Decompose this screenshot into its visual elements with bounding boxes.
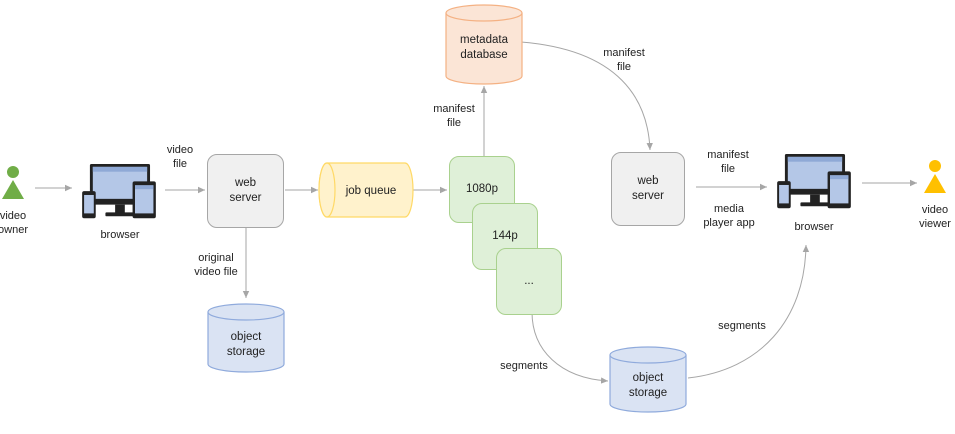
upload-web-server: web server [207,154,284,228]
browser-label-right: browser [794,221,834,233]
object-storage-original-line1: object [231,331,262,343]
delivery-web-server: web server [611,152,685,226]
browser-label-left: browser [100,229,140,241]
job-queue: job queue [318,162,414,218]
devices-icon [777,153,851,209]
connectors [35,41,917,384]
manifest-file-label-curve: manifest file [603,47,645,73]
media-player-app-label: media player app [703,203,755,229]
manifest-file-label-right: manifest file [707,149,749,175]
manifest-file-label-up: manifest file [433,103,475,129]
object-storage-original-line2: storage [227,346,265,358]
video-file-label: video file [166,144,194,170]
devices-icon [82,163,156,219]
video-viewer-label: video viewer [919,204,951,230]
arrow-metadata-to-server [520,41,653,151]
original-video-file-label: original video file [194,252,238,278]
object-storage-segments-line2: storage [629,387,667,399]
person-icon [924,160,946,193]
arrow-storage-to-browser [687,244,810,379]
rendition-more: ... [496,248,562,315]
video-owner-label: video owner [0,210,28,236]
object-storage-segments-line1: object [633,372,664,384]
object-storage-segments: object storage [609,346,687,413]
person-icon [2,166,24,199]
arrow-renditions-to-storage [531,311,609,384]
metadata-database-line2: database [460,49,507,61]
segments-label-left: segments [500,360,548,372]
metadata-database-line1: metadata [460,34,509,46]
metadata-database: metadata database [445,4,523,85]
job-queue-label: job queue [345,185,397,197]
segments-label-right: segments [718,320,766,332]
object-storage-original: object storage [207,303,285,373]
